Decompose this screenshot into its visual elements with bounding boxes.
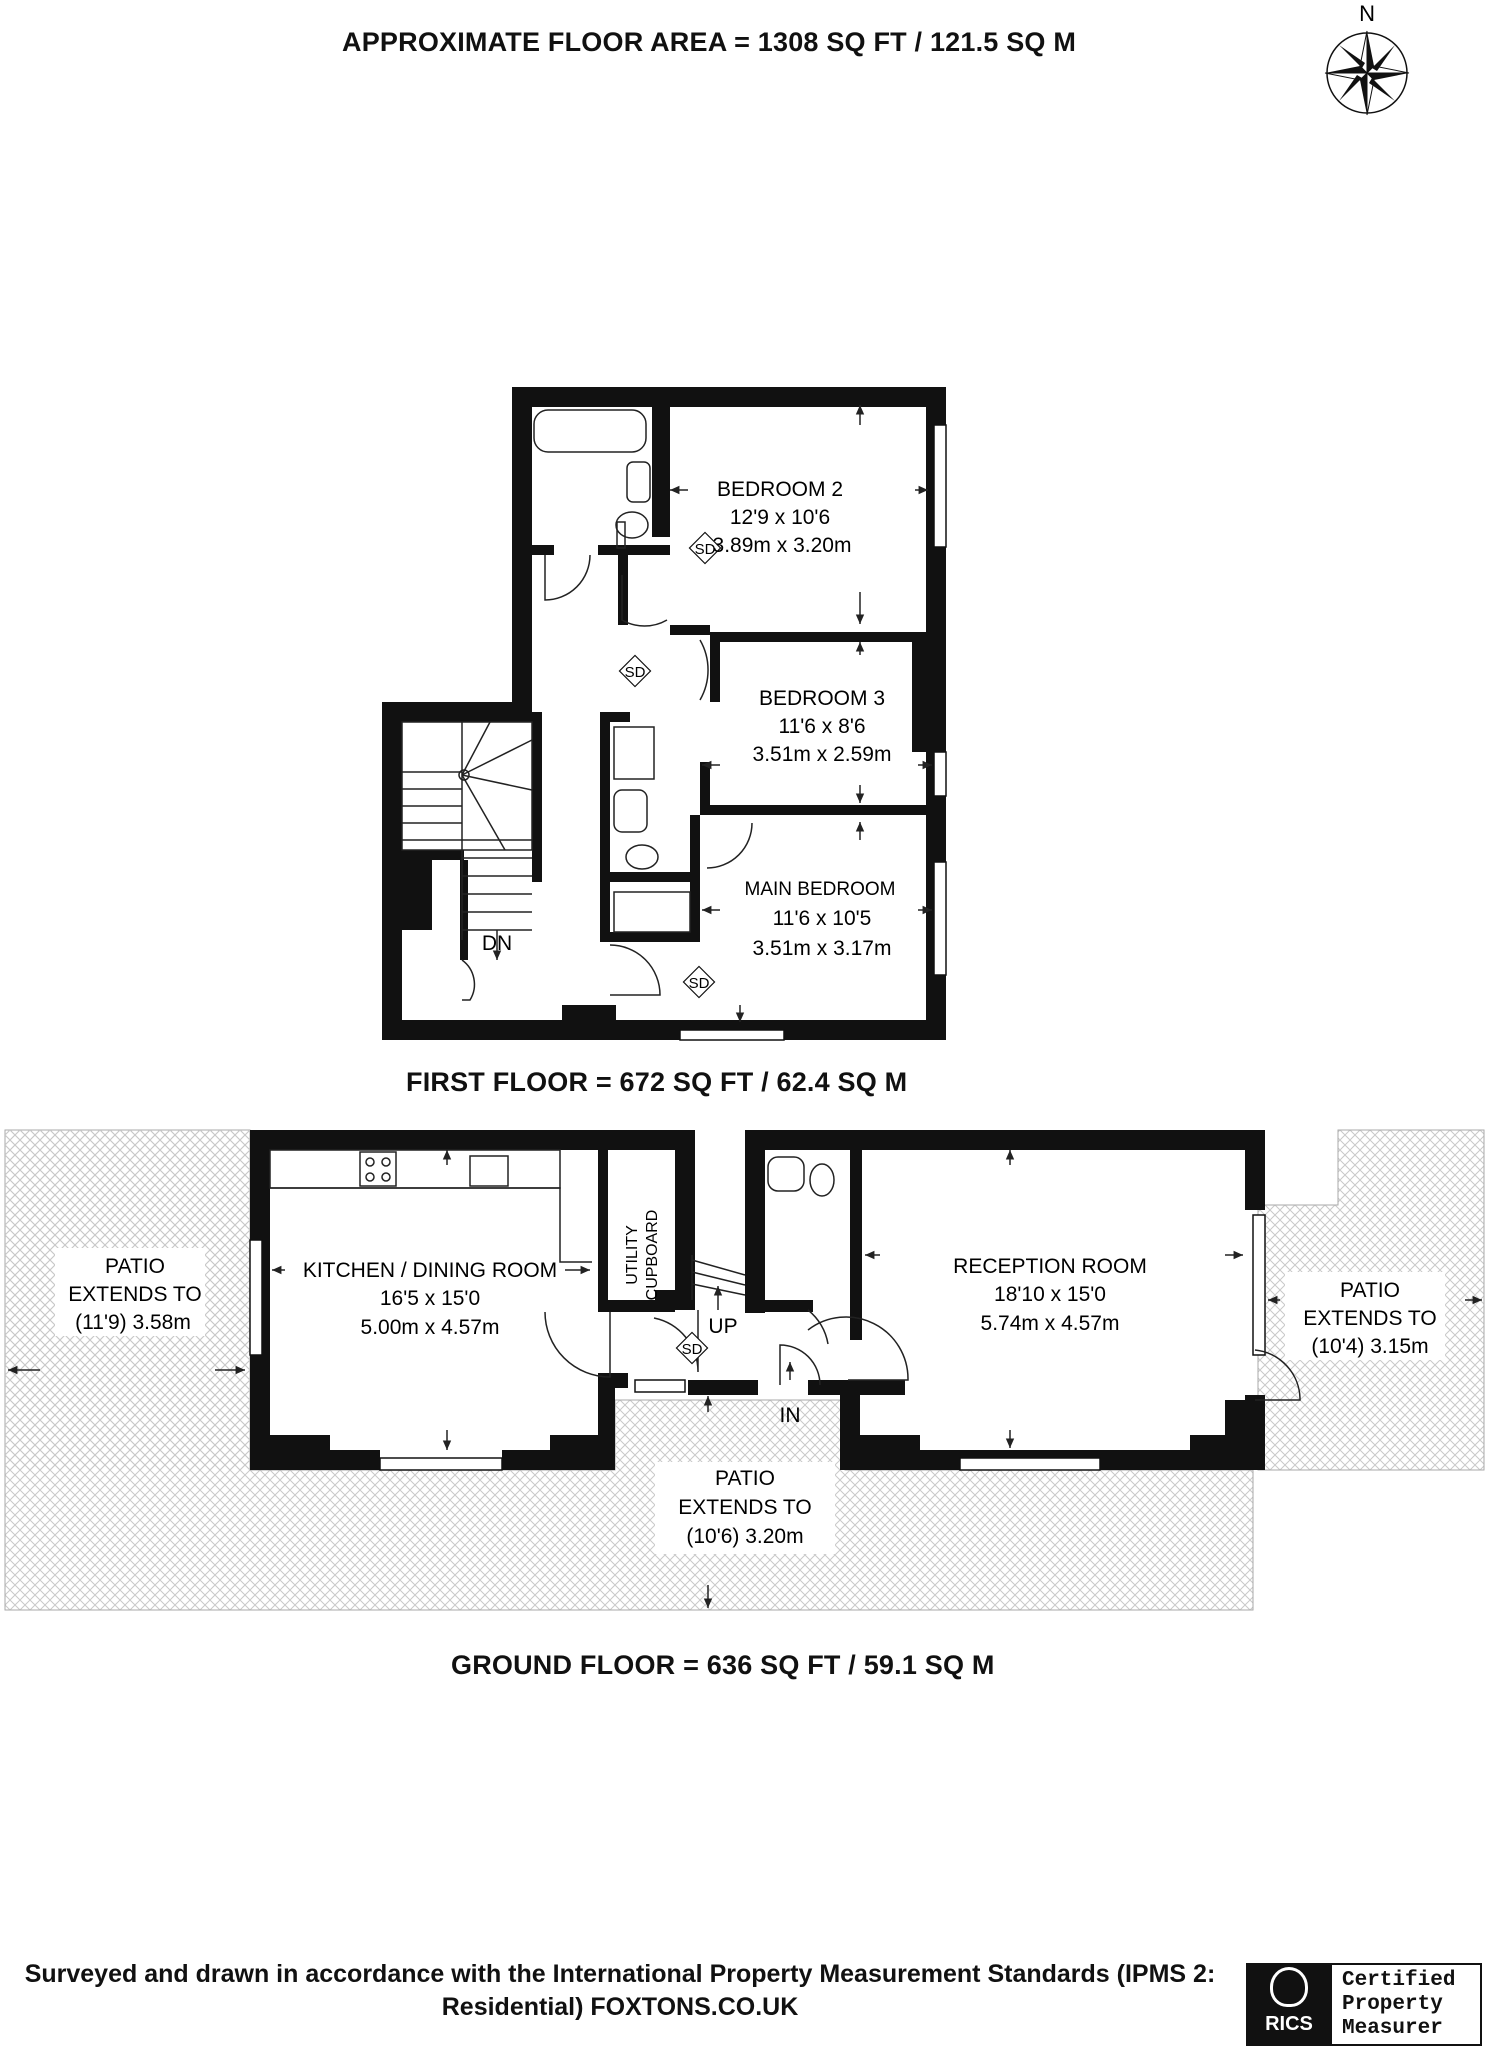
patio-west-line1: PATIO bbox=[105, 1255, 165, 1278]
bedroom2-name: BEDROOM 2 bbox=[717, 478, 843, 501]
ground-floor-windows bbox=[249, 1214, 1266, 1471]
stairs-down-label: DN bbox=[482, 932, 512, 955]
smoke-detector-icon bbox=[618, 531, 722, 999]
lion-crest-icon bbox=[1270, 1967, 1308, 2007]
sd-label: SD bbox=[689, 975, 710, 992]
basin-icon-2 bbox=[613, 789, 648, 833]
sd-label: SD bbox=[625, 664, 646, 681]
first-floor-plan: SD SD SD BEDROOM 2 12'9 x 10'6 3.89m x 3… bbox=[382, 387, 947, 1041]
bedroom3-name: BEDROOM 3 bbox=[759, 687, 885, 710]
reception-name: RECEPTION ROOM bbox=[953, 1255, 1147, 1278]
kitchen-worktop bbox=[269, 1149, 561, 1189]
first-floor-labels: BEDROOM 2 12'9 x 10'6 3.89m x 3.20m BEDR… bbox=[482, 478, 896, 960]
main-bedroom-name: MAIN BEDROOM bbox=[745, 879, 896, 900]
kitchen-imperial: 16'5 x 15'0 bbox=[380, 1287, 480, 1310]
toilet-icon bbox=[615, 511, 649, 539]
sink-icon bbox=[469, 1155, 509, 1187]
toilet-icon-3 bbox=[809, 1163, 835, 1197]
patio-label-backgrounds bbox=[55, 1248, 1445, 1554]
patio-east-line3: (10'4) 3.15m bbox=[1311, 1335, 1428, 1358]
reception-metric: 5.74m x 4.57m bbox=[981, 1312, 1120, 1335]
sd-label: SD bbox=[682, 1341, 703, 1358]
bathtub-icon bbox=[533, 409, 647, 453]
basin-icon bbox=[626, 461, 651, 503]
footer-line2: Residential) FOXTONS.CO.UK bbox=[441, 1993, 799, 2021]
stairs-first-floor bbox=[401, 721, 533, 960]
compass-label: N bbox=[1359, 1, 1375, 26]
kitchen-name: KITCHEN / DINING ROOM bbox=[303, 1259, 557, 1282]
stairs-up-label: UP bbox=[708, 1315, 737, 1338]
bedroom2-imperial: 12'9 x 10'6 bbox=[730, 506, 830, 529]
patio-south-line2: EXTENDS TO bbox=[678, 1496, 811, 1519]
reception-imperial: 18'10 x 15'0 bbox=[994, 1283, 1106, 1306]
sd-label: SD bbox=[695, 541, 716, 558]
shower-icon bbox=[613, 726, 655, 780]
certified-text: Certified Property Measurer bbox=[1330, 1965, 1480, 2044]
ground-floor-plan: SD KITCHEN / DINING ROOM 16'5 x 15'0 5.0… bbox=[4, 1129, 1485, 1611]
patio-east-line1: PATIO bbox=[1340, 1279, 1400, 1302]
main-bedroom-imperial: 11'6 x 10'5 bbox=[773, 907, 872, 930]
bedroom2-metric: 3.89m x 3.20m bbox=[713, 534, 852, 557]
utility-label-line2: CUPBOARD bbox=[644, 1210, 661, 1301]
survey-footer: Surveyed and drawn in accordance with th… bbox=[0, 1958, 1240, 2024]
ground-floor-fixtures bbox=[8, 1149, 1482, 1608]
wardrobe-icon bbox=[613, 891, 691, 933]
rics-logo: RICS bbox=[1248, 1965, 1330, 2044]
basin-icon-3 bbox=[767, 1156, 805, 1192]
patio-west-line3: (11'9) 3.58m bbox=[75, 1311, 191, 1334]
badge-line3: Measurer bbox=[1342, 2017, 1443, 2040]
patio-south-line1: PATIO bbox=[715, 1467, 775, 1490]
ground-floor-area-label: GROUND FLOOR = 636 SQ FT / 59.1 SQ M bbox=[451, 1650, 995, 1680]
first-floor-area-label: FIRST FLOOR = 672 SQ FT / 62.4 SQ M bbox=[406, 1067, 908, 1097]
rics-brand: RICS bbox=[1265, 2013, 1313, 2035]
footer-line1: Surveyed and drawn in accordance with th… bbox=[24, 1960, 1216, 1988]
patio-west-line2: EXTENDS TO bbox=[68, 1283, 201, 1306]
rics-certified-badge: RICS Certified Property Measurer bbox=[1246, 1963, 1482, 2046]
first-floor-windows bbox=[679, 424, 947, 1041]
badge-line2: Property bbox=[1342, 1993, 1443, 2016]
main-bedroom-metric: 3.51m x 3.17m bbox=[753, 937, 892, 960]
badge-line1: Certified bbox=[1342, 1969, 1456, 1992]
patio-east-line2: EXTENDS TO bbox=[1303, 1307, 1436, 1330]
kitchen-metric: 5.00m x 4.57m bbox=[361, 1316, 500, 1339]
north-compass-icon: N bbox=[1324, 1, 1410, 116]
first-floor-fixtures bbox=[401, 405, 932, 1022]
page-title: APPROXIMATE FLOOR AREA = 1308 SQ FT / 12… bbox=[342, 27, 1077, 57]
hob-icon bbox=[359, 1151, 397, 1187]
toilet-icon-2 bbox=[625, 844, 659, 870]
stairs-ground-floor bbox=[691, 1255, 746, 1310]
bedroom3-imperial: 11'6 x 8'6 bbox=[778, 715, 865, 738]
smoke-detector-icon bbox=[675, 1331, 709, 1365]
ground-floor-walls bbox=[250, 1130, 1265, 1470]
utility-label-line1: UTILITY bbox=[624, 1225, 641, 1285]
bedroom3-metric: 3.51m x 2.59m bbox=[753, 743, 892, 766]
ground-floor-labels: KITCHEN / DINING ROOM 16'5 x 15'0 5.00m … bbox=[68, 1210, 1436, 1548]
entrance-label: IN bbox=[780, 1404, 801, 1427]
patio-south-line3: (10'6) 3.20m bbox=[686, 1525, 803, 1548]
